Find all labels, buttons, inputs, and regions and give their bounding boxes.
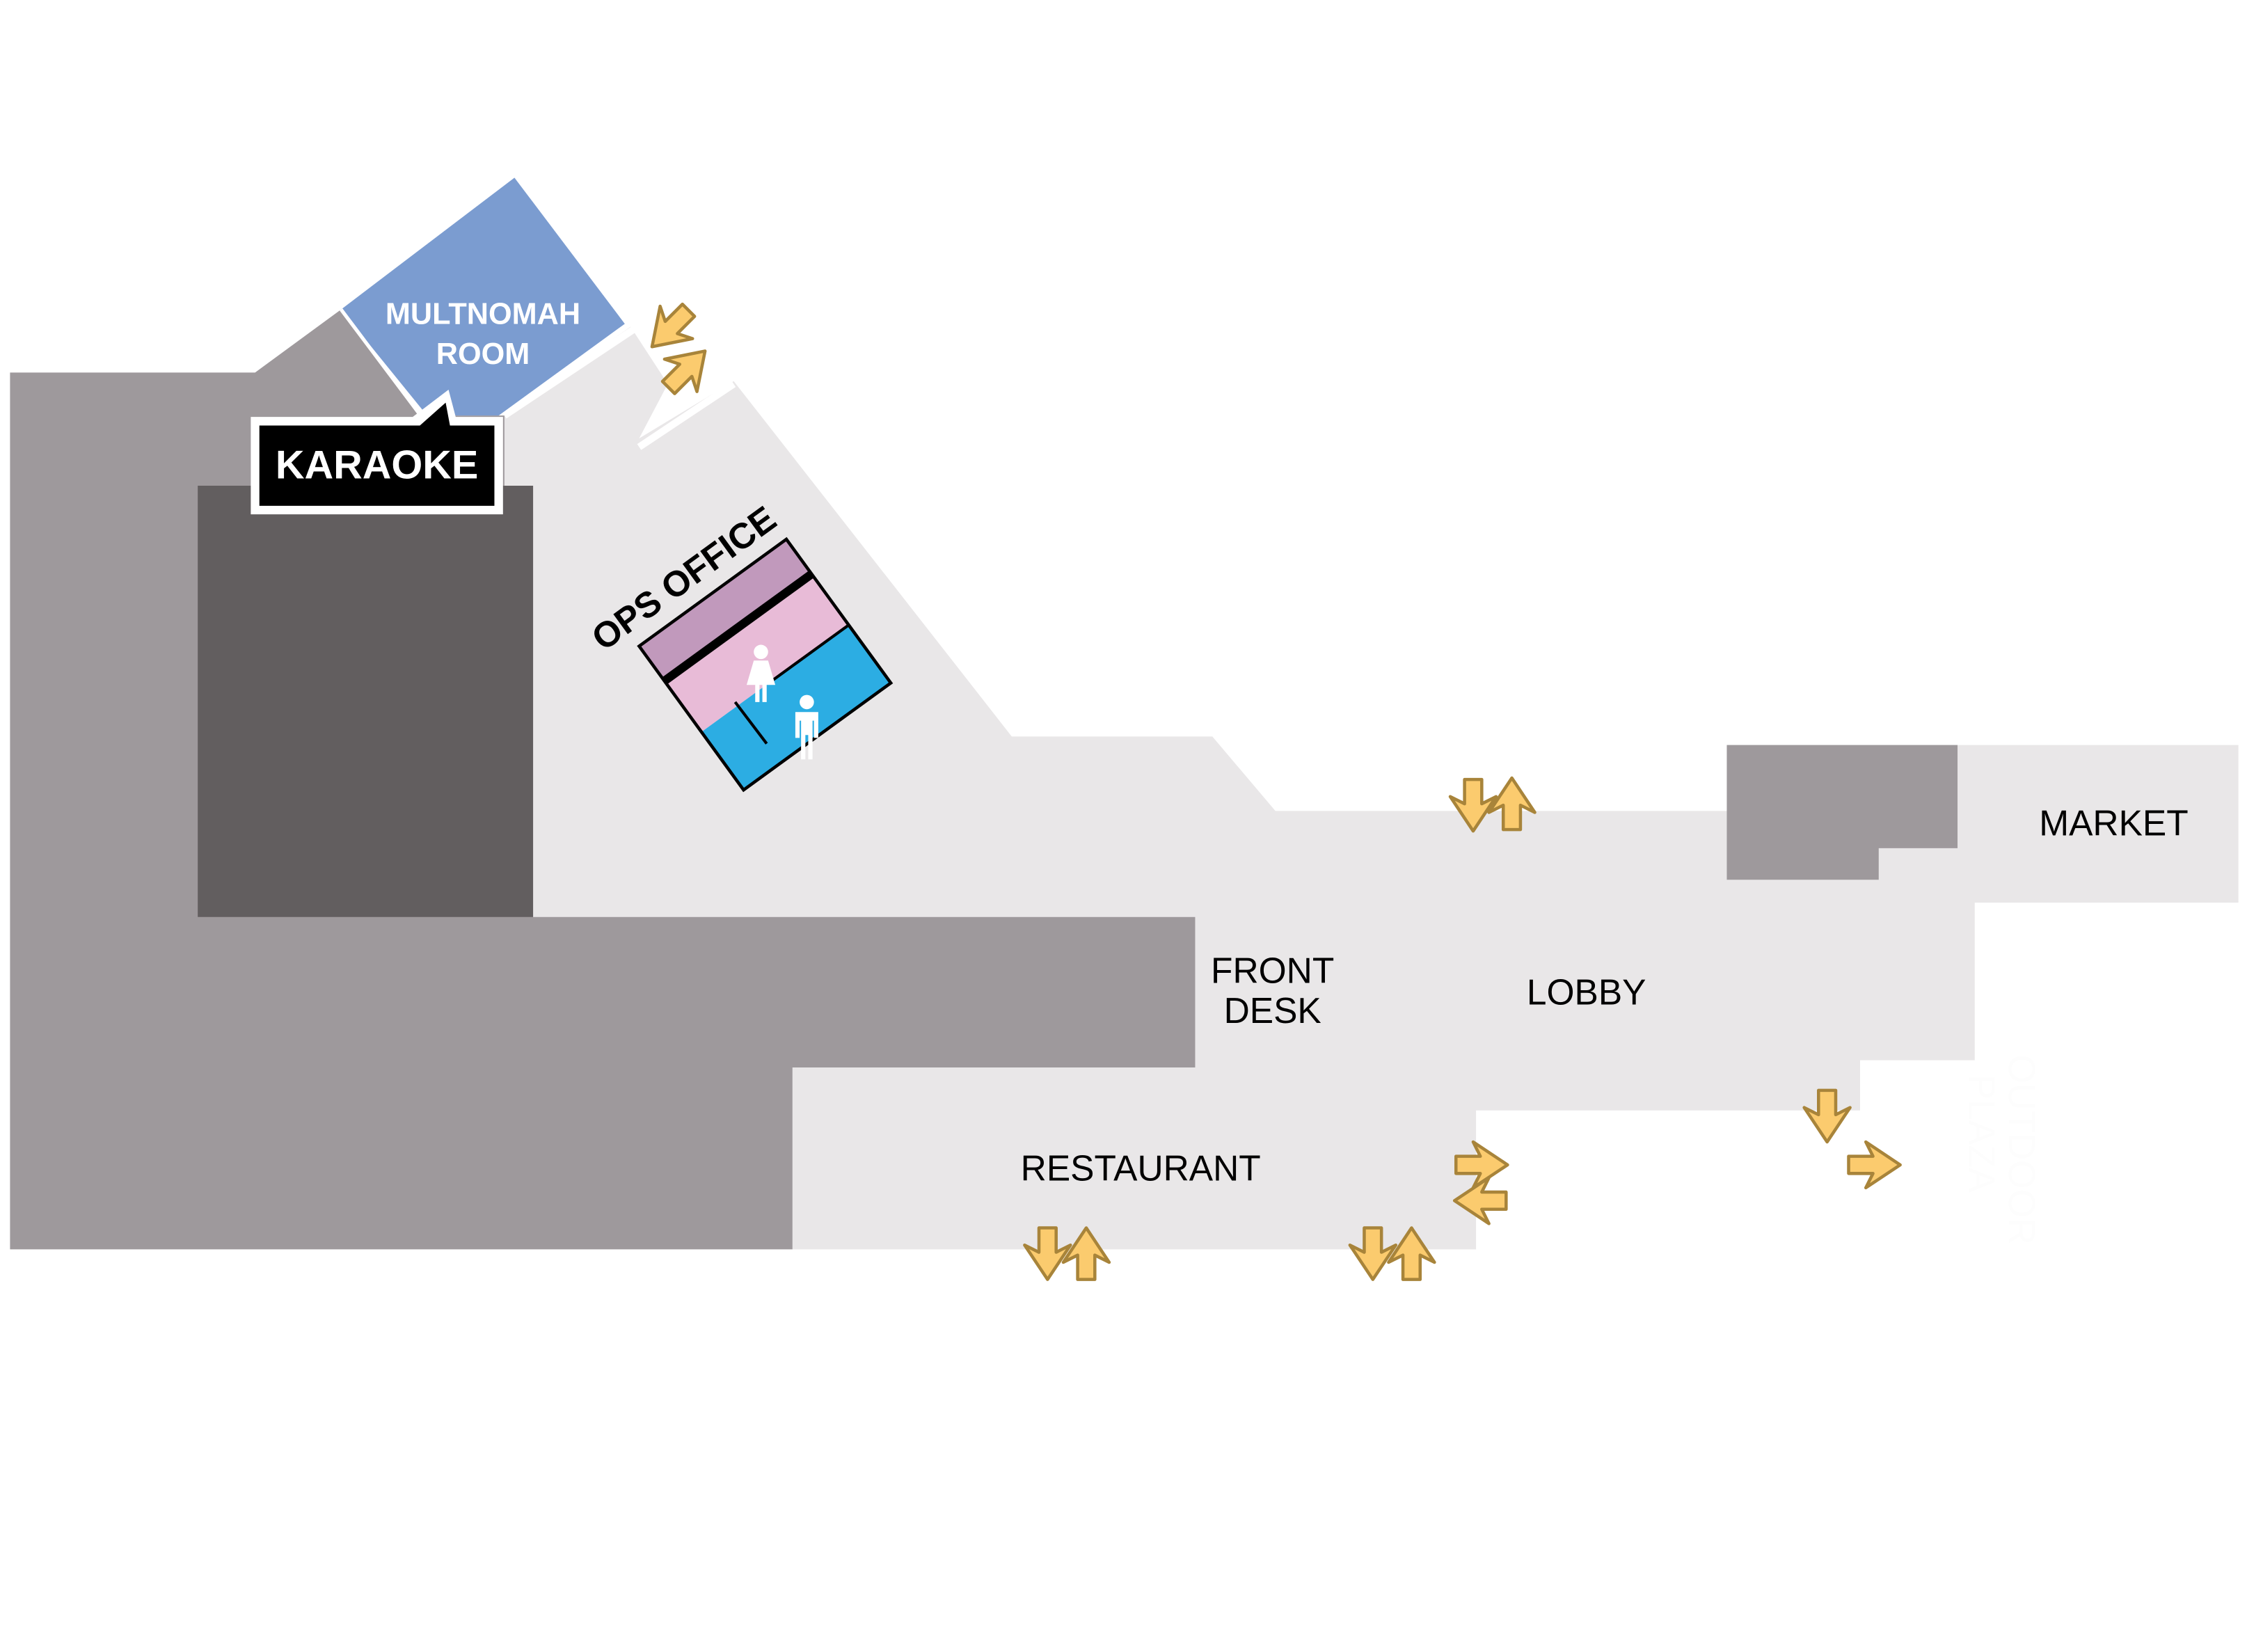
karaoke-label: KARAOKE (276, 443, 478, 488)
floor-area (504, 326, 2239, 1250)
front-desk-label-line1: FRONT (1211, 950, 1334, 990)
front-desk-label-line2: DESK (1224, 990, 1321, 1031)
lobby-label: LOBBY (1527, 971, 1646, 1012)
karaoke-callout[interactable]: KARAOKE (251, 390, 503, 515)
multnomah-room-label-line2: ROOM (436, 337, 530, 371)
building-block-market (1726, 745, 1958, 880)
outdoor-plaza-label-line2: PLAZA (1960, 1074, 2001, 1193)
wall-gap-lines (502, 326, 736, 450)
mens-restroom[interactable] (701, 625, 891, 791)
ops-office-room[interactable] (639, 539, 812, 681)
market-label: MARKET (2039, 802, 2189, 843)
dark-block (198, 485, 534, 917)
outdoor-plaza-label-line1: OUTDOOR (2001, 1054, 2042, 1244)
restaurant-label: RESTAURANT (1021, 1148, 1261, 1189)
multnomah-room[interactable]: MULTNOMAH ROOM (340, 177, 625, 420)
outdoor-plaza-area: OUTDOOR PLAZA (1960, 1054, 2042, 1244)
multnomah-room-label-line1: MULTNOMAH (386, 297, 580, 331)
man-icon (795, 694, 818, 760)
woman-icon (746, 644, 776, 702)
arrow-icon (1849, 1142, 1900, 1188)
